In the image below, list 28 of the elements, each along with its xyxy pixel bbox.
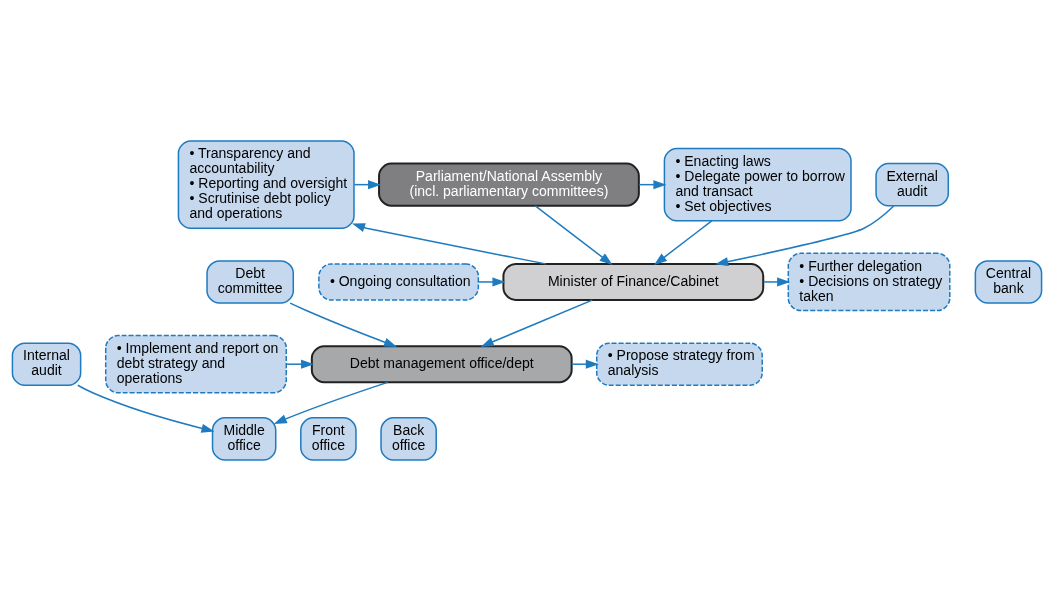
node-box: Central bank: [974, 260, 1043, 304]
node-box: Middle office: [211, 417, 277, 461]
arrow: [289, 302, 398, 347]
node-box: Front office: [300, 417, 357, 461]
node-box: • Implement and report on debt strategy and operations: [104, 334, 287, 394]
arrow: [477, 277, 506, 287]
arrow: [571, 359, 599, 369]
arrow: [534, 205, 613, 266]
arrow: [480, 299, 593, 347]
arrow: [762, 277, 791, 287]
arrow: [273, 381, 389, 424]
arrow: [77, 384, 215, 433]
node-box: Debt management office/dept: [310, 345, 573, 384]
node-box: • Enacting laws • Delegate power to borrow and transact • Set objectives: [663, 147, 852, 222]
arrow: [715, 205, 895, 267]
node-box: Minister of Finance/Cabinet: [502, 262, 765, 301]
node-box: • Propose strategy from analysis: [595, 342, 763, 386]
arrow: [352, 223, 547, 265]
arrow: [653, 220, 713, 266]
node-box: External audit: [875, 162, 950, 207]
node-box: • Further delegation • Decisions on strategy taken: [787, 252, 951, 312]
node-box: Parliament/National Assembly (incl. parliamentary committees): [378, 162, 640, 207]
node-box: Debt committee: [206, 260, 295, 304]
node-box: Internal audit: [11, 342, 82, 386]
node-box: Back office: [380, 417, 437, 461]
node-box: • Transparency and accountability • Reporting and oversight • Scrutinise debt policy and operations: [177, 140, 355, 230]
arrow: [285, 359, 315, 369]
node-box: • Ongoing consultation: [318, 263, 480, 301]
